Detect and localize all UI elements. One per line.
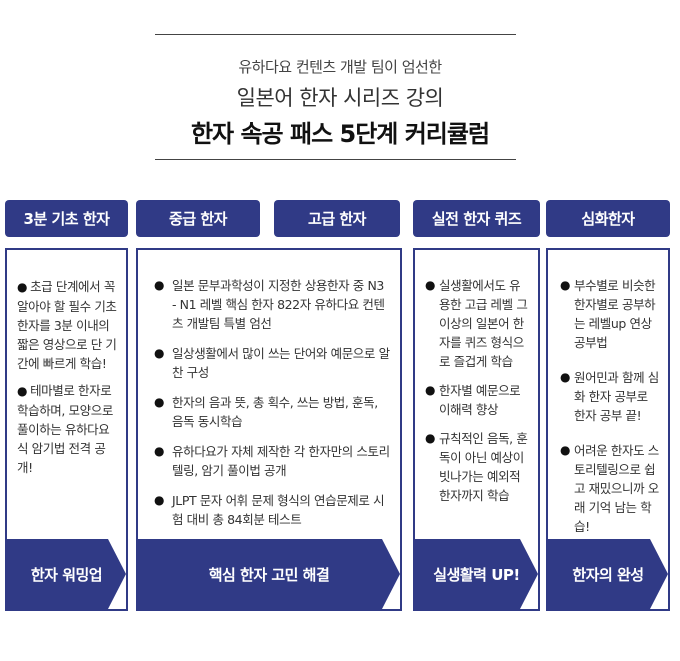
list-item: ●초급 단계에서 꼭 알아야 할 필수 기초 한자를 3분 이내의 짧은 영상으… xyxy=(17,279,117,371)
page-title: 한자 속공 패스 5단계 커리큘럼 xyxy=(190,120,490,148)
list-item: ●실생활에서도 유용한 고급 레벨 그 이상의 일본어 한자를 퀴즈 형식으로 … xyxy=(425,278,528,369)
list-item: ●한자별 예문으로 이해력 향상 xyxy=(425,383,521,417)
bullet-icon: ● xyxy=(560,443,571,457)
bullet-icon: ● xyxy=(425,278,436,292)
tab-advanced-kanji[interactable]: 고급 한자 xyxy=(274,200,400,237)
curriculum-box-quiz: ●실생활에서도 유용한 고급 레벨 그 이상의 일본어 한자를 퀴즈 형식으로 … xyxy=(413,248,540,611)
bullet-icon: ● xyxy=(560,278,571,292)
header-subtitle-1: 유하다요 컨텐츠 개발 팀이 엄선한 xyxy=(238,58,442,76)
bullet-icon: ● xyxy=(154,346,165,360)
list-item: ●원어민과 함께 심화 한자 공부로 한자 공부 끝! xyxy=(560,370,659,423)
bullet-icon: ● xyxy=(560,370,571,384)
bullet-icon: ● xyxy=(17,384,28,398)
footer-label-complete: 한자의 완성 xyxy=(548,539,668,609)
footer-label-core: 핵심 한자 고민 해결 xyxy=(138,539,400,609)
top-divider xyxy=(155,34,516,35)
tab-deep-kanji[interactable]: 심화한자 xyxy=(546,200,670,237)
list-item: ●규칙적인 음독, 훈독이 아닌 예상이 빗나가는 예외적 한자까지 학습 xyxy=(425,431,528,503)
list-item: ●부수별로 비슷한 한자별로 공부하는 레벨up 연상 공부법 xyxy=(560,278,656,350)
bullet-icon: ● xyxy=(154,395,165,409)
bullet-icon: ● xyxy=(154,444,165,458)
curriculum-box-basic: ●초급 단계에서 꼭 알아야 할 필수 기초 한자를 3분 이내의 짧은 영상으… xyxy=(5,248,128,611)
list-item: ●JLPT 문자 어휘 문제 형식의 연습문제로 시험 대비 총 84회분 테스… xyxy=(154,493,385,527)
list-item: ●유하다요가 자체 제작한 각 한자만의 스토리 텔링, 암기 풀이법 공개 xyxy=(154,444,390,478)
tab-kanji-quiz[interactable]: 실전 한자 퀴즈 xyxy=(413,200,540,237)
bottom-divider xyxy=(155,159,516,160)
footer-label-quiz: 실생활력 UP! xyxy=(415,539,538,609)
bullet-icon: ● xyxy=(425,383,436,397)
bullet-icon: ● xyxy=(154,493,165,507)
list-item: ●어려운 한자도 스토리텔링으로 쉽고 재밌으니까 오래 기억 남는 학습! xyxy=(560,443,659,534)
tab-intermediate-kanji[interactable]: 중급 한자 xyxy=(136,200,260,237)
list-item: ●일본 문부과학성이 지정한 상용한자 중 N3 - N1 레벨 핵심 한자 8… xyxy=(154,278,385,331)
bullet-icon: ● xyxy=(17,280,28,294)
tab-basic-kanji[interactable]: 3분 기초 한자 xyxy=(5,200,128,237)
list-item: ●테마별로 한자로 학습하며, 모양으로 풀이하는 유하다요식 암기법 전격 공… xyxy=(17,383,113,475)
bullet-icon: ● xyxy=(425,431,436,445)
header-subtitle-2: 일본어 한자 시리즈 강의 xyxy=(236,86,444,110)
bullet-icon: ● xyxy=(154,278,165,292)
list-item: ●한자의 음과 뜻, 총 획수, 쓰는 방법, 훈독, 음독 동시학습 xyxy=(154,395,378,429)
curriculum-box-deep: ●부수별로 비슷한 한자별로 공부하는 레벨up 연상 공부법 ●원어민과 함께… xyxy=(546,248,670,611)
list-item: ●일상생활에서 많이 쓰는 단어와 예문으로 알찬 구성 xyxy=(154,346,390,380)
footer-label-basic: 한자 워밍업 xyxy=(7,539,126,609)
curriculum-box-intermediate-advanced: ●일본 문부과학성이 지정한 상용한자 중 N3 - N1 레벨 핵심 한자 8… xyxy=(136,248,402,611)
